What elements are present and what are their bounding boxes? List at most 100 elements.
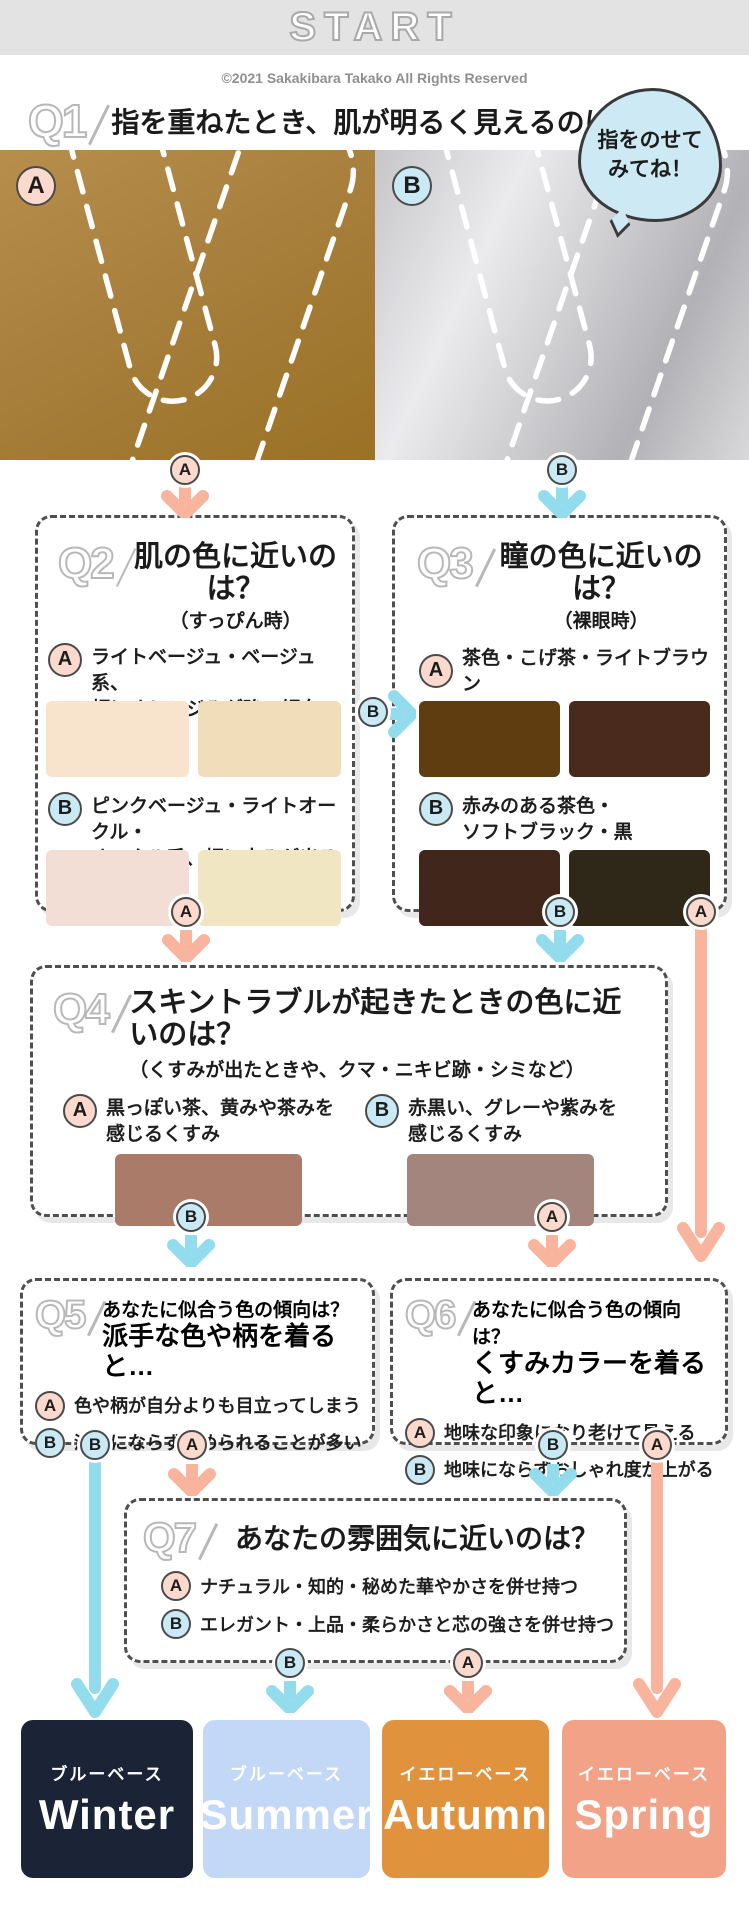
q3-option-b-text-line1: 赤みのある茶色・ xyxy=(462,795,615,817)
q1-header: Q1 指を重ねたとき、肌が明るく見えるのは？ xyxy=(27,95,641,147)
q7-option-a-text: ナチュラル・知的・秘めた華やかさを併せ持つ xyxy=(200,1576,578,1597)
flow-badge-a-to-q2: A xyxy=(170,455,200,485)
q7-option-b: B エレガント・上品・柔らかさと芯の強さを併せ持つ xyxy=(161,1609,614,1639)
q2-option-a-badge: A xyxy=(48,642,82,677)
bubble-text-line1: 指をのせて xyxy=(597,128,703,152)
start-banner: START xyxy=(0,0,749,55)
q7-option-b-text: エレガント・上品・柔らかさと芯の強さを併せ持つ xyxy=(200,1614,614,1635)
eye-swatch xyxy=(569,700,710,777)
q5-option-b: B 派手にならず褒められることが多い xyxy=(35,1427,364,1458)
flow-badge-q3a-to-q6: A xyxy=(686,897,716,927)
q2-box: Q2 肌の色に近いのは？ （すっぴん時） A ライトベージュ・ベージュ系、 頬に… xyxy=(35,515,355,926)
copyright-text: ©2021 Sakakibara Takako All Rights Reser… xyxy=(221,70,528,86)
q7-number: Q7 xyxy=(142,1514,198,1561)
q4-option-a-text-line1: 黒っぽい茶、黄みや茶みを xyxy=(106,1097,335,1119)
q7-option-a: A ナチュラル・知的・秘めた華やかさを併せ持つ xyxy=(161,1571,614,1601)
q3-option-b: B 赤みのある茶色・ ソフトブラック・黒 xyxy=(419,791,713,848)
q4-number: Q4 xyxy=(52,985,111,1034)
trouble-swatch-a xyxy=(115,1154,302,1227)
q7-slash xyxy=(198,1523,219,1561)
q2-option-a-text-line1: ライトベージュ・ベージュ系、 xyxy=(91,646,316,694)
q2-number: Q2 xyxy=(57,539,116,588)
result-autumn-name: Autumn xyxy=(383,1790,548,1838)
q7-option-a-badge: A xyxy=(161,1571,191,1601)
q5-option-a-badge: A xyxy=(35,1390,65,1421)
finger-outline-gold xyxy=(68,150,357,460)
bubble-text-line2: みてね！ xyxy=(608,158,692,181)
q5-header: Q5 あなたに似合う色の傾向は？ 派手な色や柄を着ると… xyxy=(34,1293,364,1382)
result-spring-base: イエローベース xyxy=(578,1764,710,1784)
q6-option-b-badge: B xyxy=(405,1454,435,1485)
skin-swatch xyxy=(198,700,341,777)
q3-title: 瞳の色に近いのは？ xyxy=(499,541,703,605)
q5-title-line2: 派手な色や柄を着ると… xyxy=(102,1321,337,1381)
result-summer-base: ブルーベース xyxy=(229,1764,344,1784)
q2-subtitle: （すっぴん時） xyxy=(169,610,302,632)
q2-option-b-swatches xyxy=(46,849,341,926)
panel-a-badge: A xyxy=(16,166,56,206)
arrow-q6b-to-q7 xyxy=(529,1464,577,1496)
flow-badge-q4b-to-q5: B xyxy=(176,1202,206,1232)
q3-box: Q3 瞳の色に近いのは？ （裸眼時） A 茶色・こげ茶・ライトブラウン B 赤み… xyxy=(392,515,727,926)
finger-outline-silver xyxy=(443,150,731,460)
q6-option-a-text: 地味な印象になり老けて見える xyxy=(444,1423,696,1444)
gold-panel xyxy=(0,150,375,460)
q1-slash xyxy=(88,104,111,146)
q4-title: スキントラブルが起きたときの色に近いのは？ xyxy=(129,987,622,1051)
q6-title-line1: あなたに似合う色の傾向は？ xyxy=(471,1300,681,1348)
q7-title: あなたの雰囲気に近いのは？ xyxy=(235,1523,600,1554)
q3-header: Q3 瞳の色に近いのは？ （裸眼時） xyxy=(405,539,713,633)
flow-badge-q2a-to-q4: A xyxy=(171,897,201,927)
q2-option-b: B ピンクベージュ・ライトオークル・ オークル系、頬に赤みが出る傾向 xyxy=(48,791,341,895)
q4-option-a-text-line2: 感じるくすみ xyxy=(106,1124,221,1145)
q4-options: A 黒っぽい茶、黄みや茶みを 感じるくすみ B 赤黒い、グレーや紫みを 感じるく… xyxy=(49,1093,649,1227)
q4-option-b: B 赤黒い、グレーや紫みを 感じるくすみ xyxy=(349,1093,649,1227)
q4-option-a: A 黒っぽい茶、黄みや茶みを 感じるくすみ xyxy=(49,1093,349,1227)
q6-title-line2: くすみカラーを着ると… xyxy=(471,1348,706,1408)
flow-badge-q5a-to-q7: A xyxy=(177,1430,207,1460)
q5-title-line1: あなたに似合う色の傾向は？ xyxy=(102,1300,350,1321)
q2-option-b-badge: B xyxy=(48,791,82,826)
q4-option-b-badge: B xyxy=(365,1093,399,1128)
q3-number: Q3 xyxy=(416,539,475,588)
result-card-autumn: イエローベース Autumn xyxy=(382,1720,549,1878)
flow-badge-q6a-to-spring: A xyxy=(642,1430,672,1460)
result-winter-name: Winter xyxy=(38,1790,176,1838)
q4-header: Q4 スキントラブルが起きたときの色に近いのは？ （くすみが出たときや、クマ・ニ… xyxy=(49,985,649,1082)
q1-number: Q1 xyxy=(27,95,88,147)
q4-box: Q4 スキントラブルが起きたときの色に近いのは？ （くすみが出たときや、クマ・ニ… xyxy=(30,965,668,1227)
eye-swatch xyxy=(419,849,560,926)
q2-option-a-swatches xyxy=(46,700,341,777)
result-winter-base: ブルーベース xyxy=(50,1764,164,1784)
q5-number: Q5 xyxy=(34,1293,87,1337)
arrow-q4b-to-q5 xyxy=(167,1235,215,1267)
q6-option-b: B 地味にならずおしゃれ度が上がる xyxy=(405,1454,717,1485)
flow-badge-q7a-to-autumn: A xyxy=(453,1648,483,1678)
q5-option-a-text: 色や柄が自分よりも目立ってしまう xyxy=(74,1396,361,1417)
q6-option-a-badge: A xyxy=(405,1417,435,1448)
line-q6a-to-spring xyxy=(633,1462,681,1718)
arrow-q3b-to-q4 xyxy=(536,930,584,962)
result-card-spring: イエローベース Spring xyxy=(562,1720,726,1878)
q1-title: 指を重ねたとき、肌が明るく見えるのは？ xyxy=(111,107,641,138)
q3-option-b-text-line2: ソフトブラック・黒 xyxy=(462,822,633,843)
arrow-b-to-q3 xyxy=(538,486,586,518)
q2-option-b-text-line1: ピンクベージュ・ライトオークル・ xyxy=(91,795,337,843)
q2-title: 肌の色に近いのは？ xyxy=(134,541,338,605)
line-q5b-to-winter xyxy=(71,1462,119,1718)
q6-option-b-text: 地味にならずおしゃれ度が上がる xyxy=(444,1460,714,1481)
q6-option-a: A 地味な印象になり老けて見える xyxy=(405,1417,717,1448)
q5-box: Q5 あなたに似合う色の傾向は？ 派手な色や柄を着ると… A 色や柄が自分よりも… xyxy=(20,1278,375,1458)
arrow-q7b-to-summer xyxy=(266,1681,314,1713)
arrow-a-to-q2 xyxy=(161,486,209,518)
q6-box: Q6 あなたに似合う色の傾向は？ くすみカラーを着ると… A 地味な印象になり老… xyxy=(390,1278,728,1485)
skin-swatch xyxy=(46,700,189,777)
arrow-q4a-to-q6 xyxy=(528,1235,576,1267)
q5-option-a: A 色や柄が自分よりも目立ってしまう xyxy=(35,1390,364,1421)
q3-option-a-swatches xyxy=(419,700,713,777)
flow-badge-q2b-to-q3: B xyxy=(358,697,388,727)
arrow-q5a-to-q7 xyxy=(168,1464,216,1496)
eye-swatch xyxy=(419,700,560,777)
q4-option-b-text-line2: 感じるくすみ xyxy=(408,1124,523,1145)
